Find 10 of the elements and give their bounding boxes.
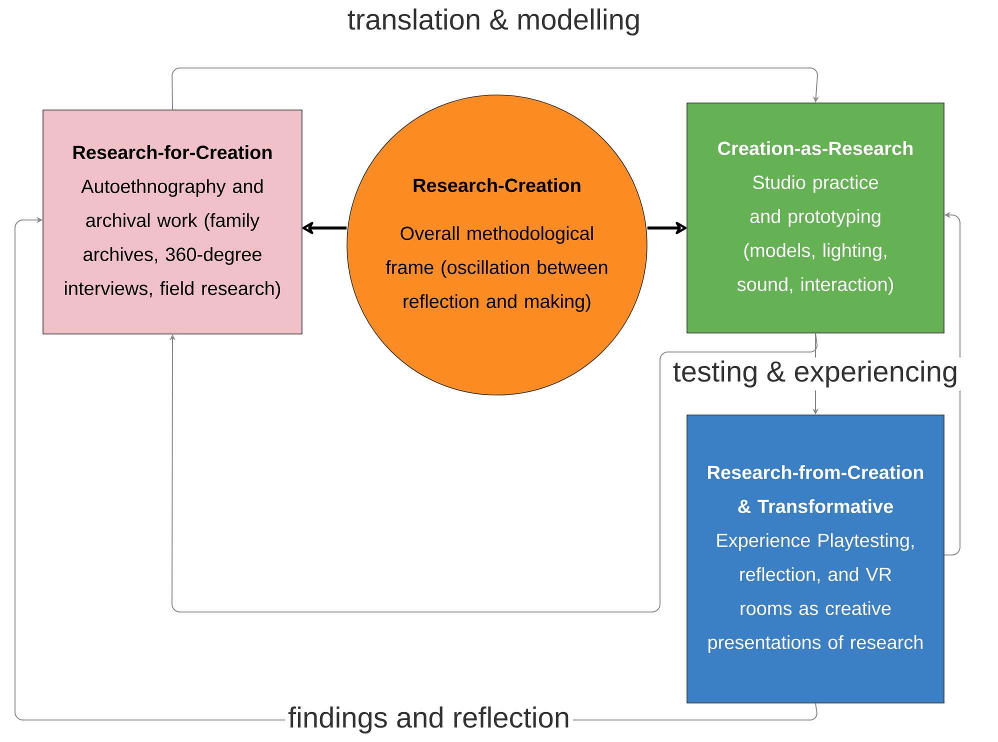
research-box: Creation-as-Research Studio practice and prototyping (models, lighting, sound, interaction)	[686, 102, 944, 334]
edge-label: findings and reflection	[285, 704, 574, 737]
arrow	[169, 332, 818, 612]
research-box: Research-from-Creation & Transformative Experience Playtesting, reflection, and VR rooms as creative presentations of research	[686, 414, 944, 704]
arrow	[647, 222, 687, 234]
research-box: Research-for-Creation Autoethnography and archival work (family archives, 360-degree interviews, field research)	[42, 110, 302, 334]
arrow	[302, 222, 347, 234]
arrow	[172, 68, 820, 110]
edge-label: translation & modelling	[344, 5, 644, 39]
edge-label: testing & experiencing	[670, 358, 962, 391]
